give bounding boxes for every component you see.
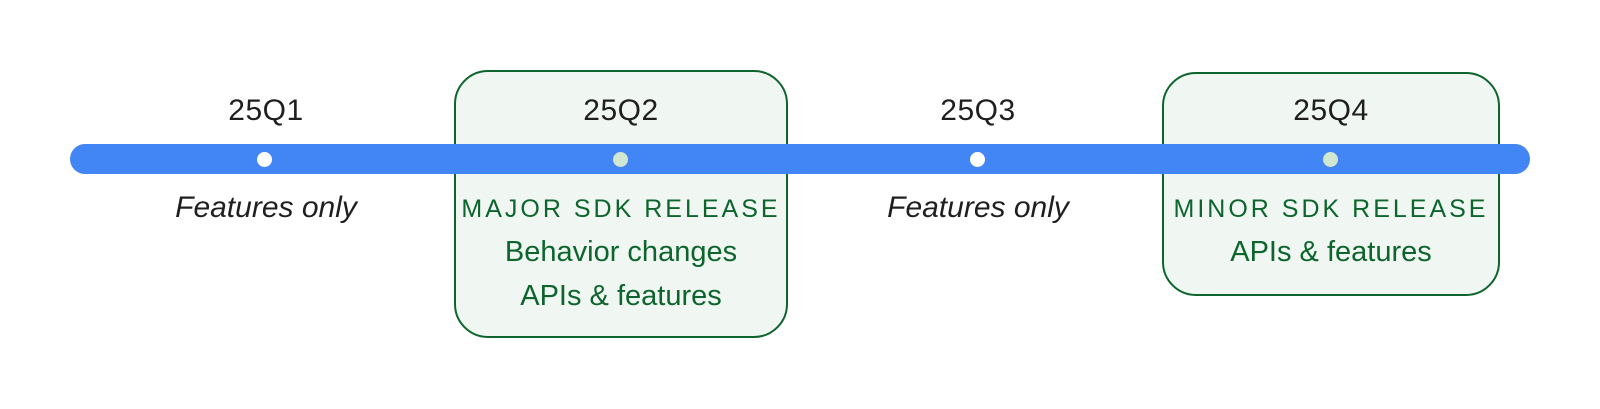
milestone-dot-25q2 xyxy=(613,152,628,167)
milestone-dot-25q1 xyxy=(257,152,272,167)
detail-25q2-behavior-changes: Behavior changes xyxy=(504,236,738,268)
quarter-label-25q4: 25Q4 xyxy=(1293,94,1369,127)
milestone-dot-25q3 xyxy=(970,152,985,167)
detail-25q1-features-only: Features only xyxy=(175,191,357,224)
release-box-25q2 xyxy=(454,70,788,338)
quarter-label-25q3: 25Q3 xyxy=(940,94,1016,127)
timeline-bar xyxy=(70,144,1530,174)
quarter-label-25q1: 25Q1 xyxy=(228,94,304,127)
release-box-25q4 xyxy=(1162,72,1500,296)
quarter-label-25q2: 25Q2 xyxy=(583,94,659,127)
milestone-dot-25q4 xyxy=(1323,152,1338,167)
caption-25q4-minor-sdk-release: MINOR SDK RELEASE xyxy=(1173,195,1489,223)
detail-25q2-apis-features: APIs & features xyxy=(520,280,722,312)
caption-25q2-major-sdk-release: MAJOR SDK RELEASE xyxy=(461,195,781,223)
detail-25q4-apis-features: APIs & features xyxy=(1230,236,1432,268)
detail-25q3-features-only: Features only xyxy=(887,191,1069,224)
